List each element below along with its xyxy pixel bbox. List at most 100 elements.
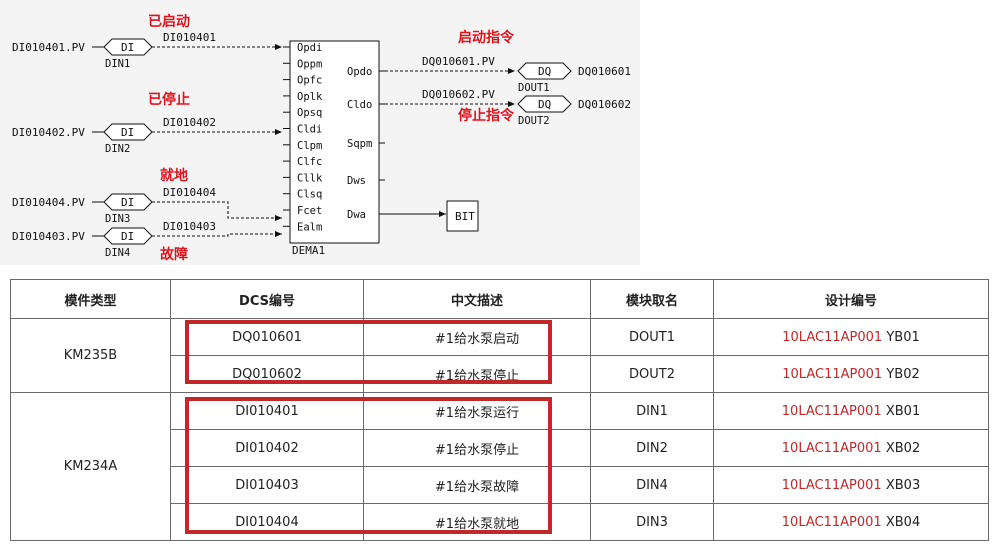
bit-block: [446, 200, 479, 232]
output-label: 停止指令: [458, 107, 515, 124]
design-suffix: XB04: [885, 514, 921, 530]
name-cell: DIN2: [590, 429, 714, 467]
table-row: DI010402 #1给水泵停止 DIN2 10LAC11AP001 XB02: [11, 429, 989, 467]
input-tag: DI010402: [163, 116, 216, 129]
input-type: DI: [121, 126, 134, 139]
header-module-name: 模块取名: [590, 279, 714, 319]
highlight-box-inputs: [185, 397, 552, 534]
dcs-cell: DI010404: [170, 503, 364, 541]
block-pin-left: Clfc: [297, 156, 322, 168]
input-module: DIN4: [105, 247, 130, 259]
design-code: 10LAC11AP001: [782, 329, 883, 345]
table-row: DQ010602 #1给水泵停止 DOUT2 10LAC11AP001 YB02: [11, 355, 989, 393]
design-code: 10LAC11AP001: [781, 477, 882, 493]
design-cell: 10LAC11AP001 YB01: [713, 318, 989, 356]
design-code: 10LAC11AP001: [781, 403, 882, 419]
design-code: 10LAC11AP001: [781, 440, 882, 456]
name-cell: DOUT1: [590, 318, 714, 356]
block-pin-left: Fcet: [297, 205, 322, 217]
block-pin-left: Opfc: [297, 75, 322, 87]
dcs-cell: DQ010602: [170, 355, 364, 393]
dcs-cell: DQ010601: [170, 318, 364, 356]
output-module: DOUT2: [518, 115, 550, 127]
input-tag: DI010404: [163, 186, 216, 199]
design-code: 10LAC11AP001: [782, 366, 883, 382]
block-pin-left: Opsq: [297, 107, 322, 119]
input-type: DI: [121, 41, 134, 54]
input-connector: [152, 201, 282, 221]
block-pin-left: Clpm: [297, 140, 322, 152]
name-cell: DIN4: [590, 466, 714, 504]
input-type: DI: [121, 230, 134, 243]
output-tag: DQ010601: [578, 65, 631, 78]
design-suffix: XB02: [885, 440, 921, 456]
design-cell: 10LAC11AP001 XB01: [713, 392, 989, 430]
output-type: DQ: [538, 65, 551, 78]
module-type-cell: KM234A: [10, 392, 171, 541]
name-cell: DIN3: [590, 503, 714, 541]
output-module: DOUT1: [518, 82, 550, 94]
input-connector: [152, 231, 282, 237]
name-cell: DOUT2: [590, 355, 714, 393]
block-name: DEMA1: [292, 244, 325, 257]
input-label: 已启动: [148, 13, 190, 30]
input-label: 已停止: [148, 91, 190, 108]
input-tag: DI010403: [163, 220, 216, 233]
output-pv: DQ010602.PV: [422, 88, 495, 101]
output-label: 启动指令: [458, 29, 515, 46]
table-row: KM235B DQ010601 #1给水泵启动 DOUT1 10LAC11AP0…: [10, 318, 989, 393]
block-pin-left: Cllk: [297, 172, 323, 184]
input-label: 故障: [160, 246, 188, 263]
input-type: DI: [121, 196, 134, 209]
header-module-type: 模件类型: [10, 279, 171, 319]
design-cell: 10LAC11AP001 XB04: [713, 503, 989, 541]
input-label: 就地: [160, 167, 188, 184]
design-suffix: YB01: [886, 329, 920, 345]
name-cell: DIN1: [590, 392, 714, 430]
input-module: DIN2: [105, 143, 130, 155]
block-pin-right: Opdo: [347, 66, 372, 78]
block-pin-left: Ealm: [297, 221, 322, 233]
design-cell: 10LAC11AP001 YB02: [713, 355, 989, 393]
input-group: DI010403.PV DI DIN4 DI010403 故障: [12, 220, 282, 263]
output-tag: DQ010602: [578, 98, 631, 111]
output-type: DQ: [538, 98, 551, 111]
output-block: [517, 95, 572, 113]
input-group: DI010402.PV DI DIN2 DI010402 已停止: [12, 91, 282, 155]
input-pv: DI010403.PV: [12, 230, 85, 243]
output-pv: DQ010601.PV: [422, 55, 495, 68]
bit-label: BIT: [455, 210, 475, 223]
design-cell: 10LAC11AP001 XB02: [713, 429, 989, 467]
output-group: DQ010601.PV DQ DOUT1 DQ010601 启动指令: [385, 29, 631, 94]
table-row: DI010404 #1给水泵就地 DIN3 10LAC11AP001 XB04: [11, 503, 989, 541]
output-block: [517, 62, 572, 80]
table-row: DI010403 #1给水泵故障 DIN4 10LAC11AP001 XB03: [11, 466, 989, 504]
design-code: 10LAC11AP001: [781, 514, 882, 530]
desc-cell: #1给水泵停止: [363, 355, 591, 393]
desc-cell: #1给水泵故障: [363, 466, 591, 504]
dcs-cell: DI010402: [170, 429, 364, 467]
header-design-code: 设计编号: [713, 279, 989, 319]
block-pin-left: Clsq: [297, 189, 322, 201]
module-type-cell: KM235B: [10, 318, 171, 393]
block-pin-right: Dws: [347, 175, 366, 187]
block-pin-left: Oppm: [297, 58, 322, 70]
input-module: DIN1: [105, 58, 130, 70]
function-block-diagram: DEMA1 OpdiOppmOpfcOplkOpsqCldiClpmClfcCl…: [12, 13, 631, 263]
output-group: DQ010602.PV DQ DOUT2 DQ010602 停止指令: [385, 88, 631, 127]
input-pv: DI010401.PV: [12, 41, 85, 54]
block-pin-left: Opdi: [297, 42, 322, 54]
block-pin-left: Oplk: [297, 91, 323, 103]
input-pv: DI010402.PV: [12, 126, 85, 139]
block-pin-left: Cldi: [297, 124, 322, 136]
highlight-box-outputs: [185, 320, 552, 384]
design-suffix: XB03: [885, 477, 921, 493]
io-table: 模件类型 DCS编号 中文描述 模块取名 设计编号 KM235B DQ01060…: [10, 279, 989, 541]
input-module: DIN3: [105, 213, 130, 225]
design-suffix: XB01: [885, 403, 921, 419]
input-tag: DI010401: [163, 31, 216, 44]
desc-cell: #1给水泵就地: [363, 503, 591, 541]
block-pin-right: Sqpm: [347, 138, 372, 150]
